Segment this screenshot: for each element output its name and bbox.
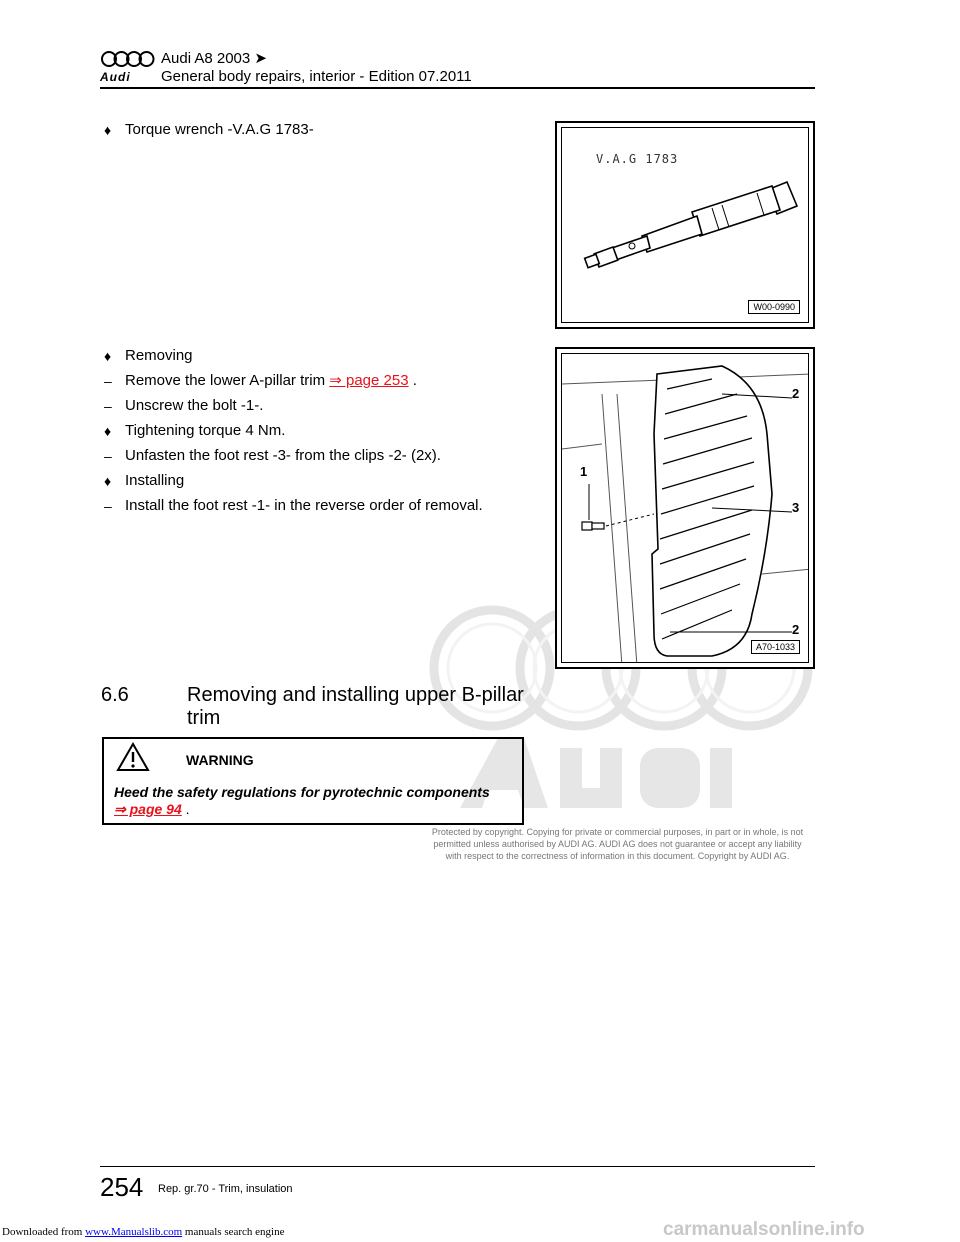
figure-label: 2: [792, 622, 800, 637]
bullet-diamond-icon: ♦: [104, 423, 112, 439]
figure-label: 3: [792, 500, 800, 515]
figure-label: 1: [580, 464, 588, 479]
manual-subtitle: General body repairs, interior - Edition…: [161, 68, 472, 85]
torque-wrench-drawing-icon: [583, 180, 799, 269]
warning-box: [102, 737, 524, 825]
manual-title: Audi A8 2003 ➤: [161, 50, 267, 67]
chapter-label: Rep. gr.70 - Trim, insulation: [158, 1183, 293, 1195]
bullet-diamond-icon: ♦: [104, 473, 112, 489]
item-text: Torque wrench -V.A.G 1783-: [125, 121, 314, 138]
section-title-continued: trim: [187, 707, 221, 729]
foot-rest-drawing-icon: [562, 365, 808, 662]
item-text: Unfasten the foot rest -3- from the clip…: [125, 447, 441, 464]
header-rule: [100, 87, 815, 89]
list-item: – Install the foot rest -1- in the rever…: [0, 497, 540, 515]
item-text: Installing: [125, 472, 185, 489]
list-item: – Remove the lower A-pillar trim ⇒ page …: [0, 372, 540, 390]
item-text: Remove the lower A-pillar trim ⇒ page 25…: [125, 372, 417, 389]
figure-foot-rest: 2 1 3 2 A70-1033: [555, 347, 815, 669]
item-text: Removing: [125, 347, 193, 364]
manualslib-link[interactable]: www.Manualslib.com: [85, 1226, 183, 1238]
figure-code: A70-1033: [750, 640, 800, 654]
dash-marker: –: [104, 398, 112, 414]
footer-rule: [100, 1166, 815, 1167]
audi-wordmark: Audi: [100, 70, 131, 84]
dash-marker: –: [104, 498, 112, 514]
warning-title: WARNING: [186, 752, 254, 768]
warning-triangle-icon: [116, 742, 150, 771]
section-title: Removing and installing upper B-pillar: [187, 684, 524, 706]
list-item: ♦ Removing: [0, 347, 540, 365]
figure-label: 2: [792, 386, 800, 401]
list-item: ♦ Tightening torque 4 Nm.: [0, 422, 540, 440]
section-number: 6.6: [101, 684, 129, 706]
figure-code: W00-0990: [748, 300, 800, 314]
list-item: – Unfasten the foot rest -3- from the cl…: [0, 447, 540, 465]
item-text: Install the foot rest -1- in the reverse…: [125, 497, 483, 514]
warning-text: Heed the safety regulations for pyrotech…: [114, 784, 490, 817]
figure-caption: V.A.G 1783: [596, 152, 679, 166]
list-item: ♦ Torque wrench -V.A.G 1783-: [0, 121, 540, 139]
bullet-diamond-icon: ♦: [104, 122, 112, 138]
list-item: – Unscrew the bolt -1-.: [0, 397, 540, 415]
copyright-notice: Protected by copyright. Copying for priv…: [431, 827, 804, 861]
download-banner: Downloaded from www.Manualslib.com manua…: [2, 1226, 285, 1238]
page-link[interactable]: ⇒ page 253: [329, 372, 409, 389]
carmanuals-watermark: carmanualsonline.info: [663, 1219, 865, 1240]
page-link[interactable]: ⇒ page 94: [114, 801, 182, 817]
bullet-diamond-icon: ♦: [104, 348, 112, 364]
list-item: ♦ Installing: [0, 472, 540, 490]
item-text: Tightening torque 4 Nm.: [125, 422, 286, 439]
dash-marker: –: [104, 373, 112, 389]
audi-rings-logo-icon: [101, 51, 155, 67]
item-text: Unscrew the bolt -1-.: [125, 397, 264, 414]
dash-marker: –: [104, 448, 112, 464]
page-number: 254: [100, 1172, 144, 1202]
figure-torque-wrench: V.A.G 1783 W00-0990: [555, 121, 815, 329]
